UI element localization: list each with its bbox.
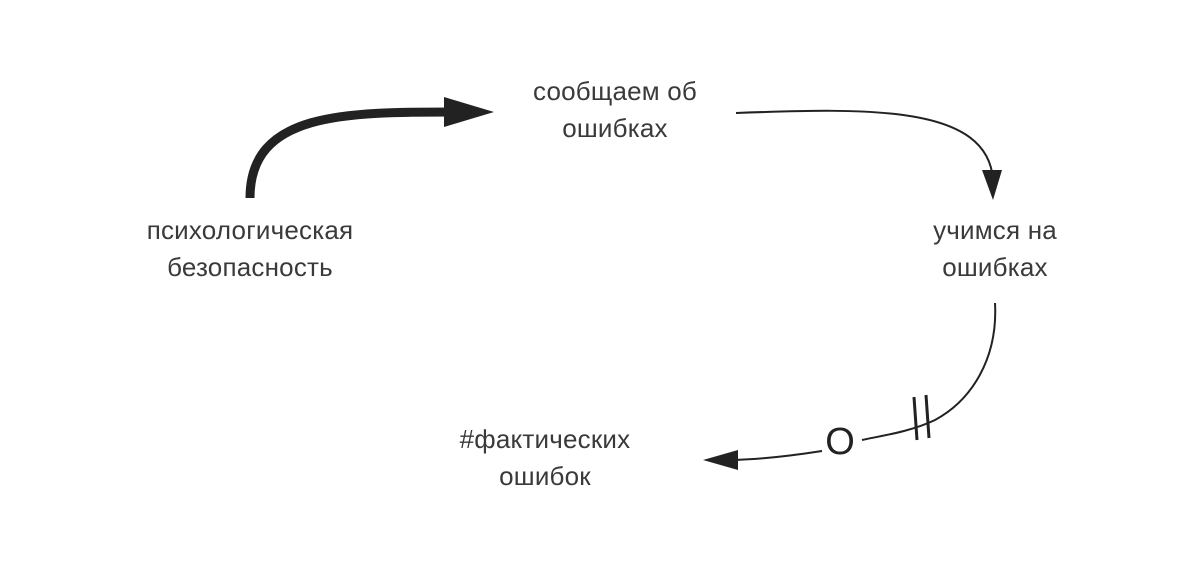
node-learn-errors-line-2: ошибках (942, 252, 1048, 282)
edge-psych-to-report (245, 107, 456, 199)
edge-report-to-learn (735, 109, 994, 181)
arrowhead-report-to-learn (982, 170, 1002, 200)
node-actual-errors: #фактических ошибок (425, 421, 665, 495)
node-learn-errors: учимся на ошибках (880, 212, 1110, 286)
node-psych-safety-line-2: безопасность (167, 252, 333, 282)
node-report-errors-line-2: ошибках (562, 113, 668, 143)
node-report-errors-line-1: сообщаем об (532, 76, 698, 106)
node-learn-errors-line-1: учимся на (933, 215, 1057, 245)
delay-mark-right (924, 394, 931, 439)
node-actual-errors-line-2: ошибок (499, 461, 591, 491)
arrowhead-learn-to-actual (703, 450, 738, 470)
edge-learn-to-actual-tail (734, 450, 823, 461)
node-actual-errors-line-1: #фактических (459, 424, 631, 454)
delay-mark-left (912, 396, 919, 441)
node-psych-safety: психологическая безопасность (115, 212, 385, 286)
arrowhead-psych-to-report (444, 97, 494, 127)
node-psych-safety-line-1: психологическая (146, 215, 354, 245)
node-report-errors: сообщаем об ошибках (495, 73, 735, 147)
edge-learn-to-actual (861, 302, 997, 441)
polarity-o-label: O (825, 421, 855, 463)
